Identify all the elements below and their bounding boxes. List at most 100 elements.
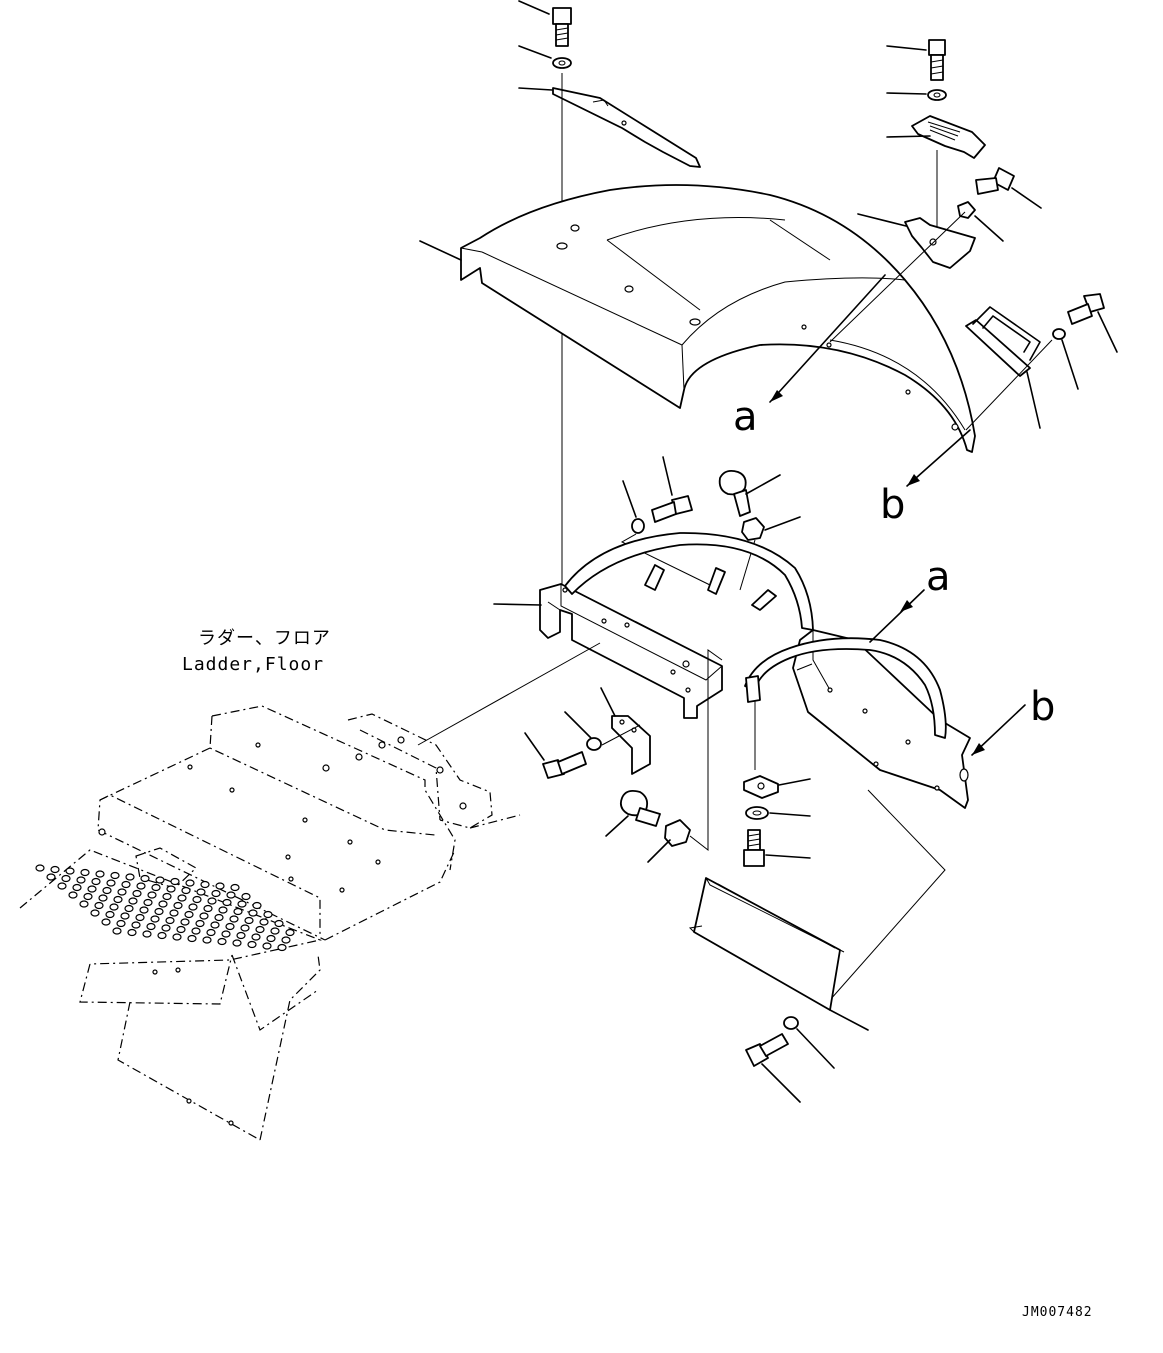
- tread-hole: [244, 916, 254, 925]
- tread-hole: [110, 871, 120, 880]
- latch: [886, 115, 986, 159]
- tread-hole: [117, 888, 127, 896]
- tread-hole: [259, 918, 269, 926]
- floor-tread-holes: [35, 864, 295, 952]
- right-washer-2: [1052, 328, 1079, 390]
- tread-hole: [76, 876, 86, 884]
- tread-hole: [230, 883, 240, 892]
- svg-text:a: a: [733, 394, 758, 440]
- tread-hole: [112, 927, 122, 935]
- tread-hole: [217, 937, 227, 946]
- tread-hole: [139, 906, 149, 914]
- tread-hole: [251, 933, 261, 941]
- svg-text:a: a: [926, 554, 951, 600]
- tread-hole: [157, 931, 167, 940]
- tread-hole: [247, 940, 257, 949]
- tread-hole: [252, 901, 262, 910]
- tread-hole: [277, 943, 287, 952]
- tread-hole: [185, 879, 195, 887]
- tread-hole: [211, 889, 221, 898]
- tread-hole: [101, 918, 111, 926]
- svg-text:b: b: [880, 482, 905, 528]
- marker-a-upper: a: [733, 274, 886, 440]
- tread-hole: [210, 921, 220, 929]
- marker-b-upper: b: [880, 429, 971, 528]
- tread-hole: [270, 927, 280, 935]
- tread-hole: [147, 891, 157, 899]
- mid-bolt-line: [620, 533, 711, 586]
- tread-hole: [207, 897, 217, 905]
- tread-hole: [132, 889, 142, 898]
- tread-hole: [68, 891, 78, 899]
- tread-hole: [236, 931, 246, 940]
- tread-hole: [87, 885, 97, 893]
- small-bracket: [600, 687, 651, 775]
- top-bolt: [518, 0, 572, 47]
- tread-hole: [173, 901, 183, 910]
- tread-hole: [191, 927, 201, 935]
- marker-b-lower: b: [971, 684, 1055, 756]
- tread-hole: [184, 910, 194, 919]
- tread-hole: [199, 912, 209, 920]
- floor-link-line: [417, 642, 601, 746]
- tread-hole: [158, 900, 168, 908]
- side-rail: [744, 637, 947, 739]
- right-bolt-1: [975, 167, 1042, 209]
- tread-hole: [172, 933, 182, 941]
- tread-hole: [187, 934, 197, 943]
- tread-hole: [106, 879, 116, 887]
- main-bracket: [493, 583, 723, 719]
- tread-hole: [50, 865, 60, 874]
- tread-hole: [72, 883, 82, 892]
- tread-hole: [255, 925, 265, 934]
- fender-mount-line: [829, 211, 966, 343]
- tread-hole: [266, 934, 276, 943]
- tread-hole: [196, 888, 206, 896]
- tread-hole: [146, 922, 156, 931]
- latch-bracket: [857, 213, 976, 269]
- tread-hole: [214, 913, 224, 922]
- tread-hole: [83, 892, 93, 901]
- tread-hole: [46, 873, 56, 881]
- tread-hole: [57, 882, 67, 890]
- tread-hole: [125, 873, 135, 881]
- lower-bolt-line: [601, 724, 641, 746]
- knob-line: [689, 649, 723, 852]
- tread-hole: [35, 864, 45, 872]
- tread-hole: [127, 928, 137, 937]
- tread-hole: [95, 870, 105, 878]
- svg-text:b: b: [1030, 684, 1055, 730]
- tread-hole: [128, 897, 138, 905]
- fender-cover: [419, 184, 976, 453]
- handle-line: [965, 339, 1053, 431]
- mid-bolt-1: [651, 456, 693, 523]
- tread-hole: [229, 915, 239, 923]
- right-top-washer: [886, 89, 947, 101]
- tread-hole: [222, 898, 232, 907]
- tread-hole: [94, 901, 104, 910]
- tread-hole: [263, 910, 273, 919]
- tread-hole: [165, 916, 175, 925]
- tread-hole: [226, 891, 236, 899]
- tread-hole: [161, 924, 171, 932]
- stack-bolt: [743, 829, 811, 867]
- tread-hole: [274, 919, 284, 928]
- tread-hole: [121, 880, 131, 889]
- step-handle: [965, 306, 1041, 429]
- tread-hole: [113, 895, 123, 904]
- square-nut: [743, 775, 811, 799]
- tread-hole: [124, 904, 134, 913]
- tread-hole: [281, 936, 291, 944]
- tread-hole: [102, 886, 112, 895]
- tread-hole: [181, 886, 191, 895]
- tread-hole: [206, 928, 216, 937]
- tread-hole: [65, 867, 75, 875]
- tread-hole: [131, 921, 141, 929]
- tread-hole: [90, 909, 100, 917]
- tread-hole: [285, 928, 295, 937]
- tread-hole: [240, 924, 250, 932]
- tread-hole: [91, 877, 101, 886]
- tread-hole: [98, 894, 108, 902]
- tread-hole: [241, 892, 251, 901]
